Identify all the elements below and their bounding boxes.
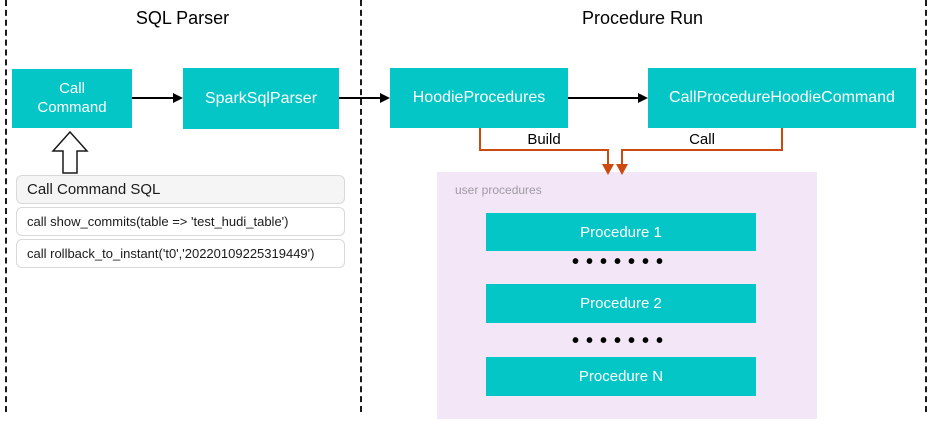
node-procedure-1: Procedure 1: [486, 213, 756, 251]
user-procedures-caption: user procedures: [455, 183, 542, 197]
node-procedure-n-label: Procedure N: [578, 368, 664, 385]
dashed-divider-middle: [360, 0, 362, 412]
user-procedures-container: user procedures Procedure 1 ••••••• Proc…: [437, 172, 817, 419]
node-procedure-2: Procedure 2: [486, 284, 756, 323]
dashed-divider-right: [925, 0, 927, 412]
node-call-procedure-hoodie-command: CallProcedureHoodieCommand: [648, 68, 916, 128]
edge-label-call: Call: [689, 131, 715, 148]
edge-label-build: Build: [527, 131, 561, 148]
ellipsis-dots: •••••••: [571, 251, 670, 273]
sql-example-row-text: call rollback_to_instant('t0','202201092…: [27, 246, 315, 261]
node-procedure-n: Procedure N: [486, 357, 756, 396]
node-procedure-1-label: Procedure 1: [580, 223, 662, 241]
sql-panel-header: Call Command SQL: [16, 175, 345, 204]
node-spark-sql-parser: SparkSqlParser: [183, 68, 339, 129]
dashed-divider-left: [5, 0, 7, 412]
section-title-procedure-run: Procedure Run: [581, 8, 704, 28]
sql-example-row-text: call show_commits(table => 'test_hudi_ta…: [27, 214, 289, 229]
node-call-procedure-hoodie-command-label: CallProcedureHoodieCommand: [669, 89, 895, 106]
node-procedure-2-label: Procedure 2: [580, 295, 662, 312]
node-spark-sql-parser-label: SparkSqlParser: [204, 89, 318, 107]
sql-example-row: call rollback_to_instant('t0','202201092…: [16, 239, 345, 268]
hollow-up-arrow: [51, 130, 89, 174]
arrow-sparksqlparser-to-hoodieprocedures: [339, 93, 390, 103]
node-call-command-label: Call Command: [37, 79, 107, 116]
section-title-sql-parser: SQL Parser: [135, 8, 230, 28]
node-hoodie-procedures-label: HoodieProcedures: [412, 89, 546, 106]
arrow-hoodieprocedures-to-callprocedurehoodiecommand: [568, 93, 648, 103]
ellipsis-dots: •••••••: [571, 330, 670, 352]
arrow-callcommand-to-sparksqlparser: [132, 93, 183, 103]
node-hoodie-procedures: HoodieProcedures: [390, 68, 568, 128]
sql-example-row: call show_commits(table => 'test_hudi_ta…: [16, 207, 345, 236]
sql-panel-header-label: Call Command SQL: [27, 181, 161, 198]
node-call-command: Call Command: [12, 69, 132, 128]
